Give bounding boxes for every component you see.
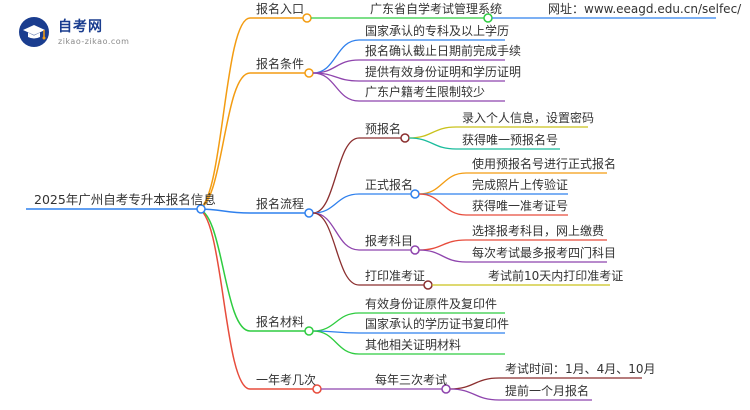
branch-3-item-2-leaf-3: 获得唯一准考证号	[472, 199, 569, 213]
branch-4-item-1: 有效身份证原件及复印件	[365, 297, 498, 311]
branch-2-item-4: 广东户籍考生限制较少	[365, 85, 486, 99]
branch-5-item-1-leaf-2: 提前一个月报名	[505, 384, 590, 398]
branch-3-item-4: 打印准考证	[365, 269, 426, 283]
connector-curve	[312, 39, 360, 74]
connector-curve	[449, 377, 500, 390]
branch-4: 报名材料	[256, 315, 305, 329]
branch-3-item-2: 正式报名	[365, 178, 414, 192]
root-topic: 2025年广州自考专升本报名信息	[34, 192, 216, 207]
connector-curve	[418, 239, 467, 251]
connector-curve	[312, 59, 360, 74]
branch-3-item-1: 预报名	[365, 122, 402, 136]
expand-knob[interactable]	[304, 208, 314, 218]
branch-1-item-1: 广东省自学考试管理系统	[370, 2, 503, 16]
branch-3-item-3-leaf-1: 选择报考科目，网上缴费	[472, 224, 605, 238]
branch-3: 报名流程	[256, 197, 305, 211]
branch-3-item-2-leaf-1: 使用预报名号进行正式报名	[472, 157, 617, 171]
connector-curve	[418, 172, 467, 195]
expand-knob[interactable]	[304, 326, 314, 336]
expand-knob[interactable]	[400, 133, 410, 143]
branch-1-item-1-leaf-1: 网址：www.eeagd.edu.cn/selfec/	[548, 2, 742, 16]
connector-curve	[408, 126, 457, 139]
connector-curve	[449, 388, 500, 401]
connector-curve	[312, 193, 360, 214]
expand-knob[interactable]	[302, 13, 312, 23]
branch-3-item-1-leaf-2: 获得唯一预报名号	[462, 133, 559, 147]
branch-1: 报名入口	[256, 2, 305, 16]
graduation-cap-icon	[19, 17, 49, 47]
expand-knob[interactable]	[304, 68, 314, 78]
branch-5: 一年考几次	[256, 373, 317, 387]
connector-curve	[418, 249, 467, 263]
branch-3-item-1-leaf-1: 录入个人信息，设置密码	[462, 111, 595, 125]
branch-2-item-2: 报名确认截止日期前完成手续	[365, 44, 522, 58]
connector-curve	[418, 193, 467, 216]
connector-curve	[408, 137, 457, 150]
branch-2-item-1: 国家承认的专科及以上学历	[365, 24, 510, 38]
branch-5-item-1: 每年三次考试	[375, 373, 448, 387]
logo-subtitle: zikao-zikao.com	[58, 37, 130, 46]
connector-curve	[312, 312, 360, 332]
connector-curve	[196, 208, 251, 332]
branch-3-item-2-leaf-2: 完成照片上传验证	[472, 178, 569, 192]
branch-2-item-3: 提供有效身份证明和学历证明	[365, 65, 522, 79]
connector-curve	[312, 137, 360, 214]
expand-knob[interactable]	[196, 204, 206, 214]
branch-3-item-3-leaf-2: 每次考试最多报考四门科目	[472, 246, 617, 260]
branch-4-item-2: 国家承认的学历证书复印件	[365, 317, 510, 331]
connector-curve	[196, 208, 251, 390]
connector-curve	[312, 212, 360, 251]
branch-4-item-3: 其他相关证明材料	[365, 338, 462, 352]
connector-curve	[312, 72, 360, 102]
branch-3-item-3: 报考科目	[365, 234, 414, 248]
site-logo[interactable]: 自考网 zikao-zikao.com	[14, 12, 134, 52]
connector-curve	[196, 72, 251, 210]
connector-curve	[312, 212, 360, 286]
expand-knob[interactable]	[423, 280, 433, 290]
connector-curve	[312, 330, 360, 355]
logo-title: 自考网	[58, 19, 103, 35]
connector-curve	[196, 17, 251, 210]
branch-3-item-4-leaf-1: 考试前10天内打印准考证	[488, 269, 624, 283]
branch-2: 报名条件	[256, 57, 305, 71]
branch-5-item-1-leaf-1: 考试时间：1月、4月、10月	[505, 362, 656, 376]
